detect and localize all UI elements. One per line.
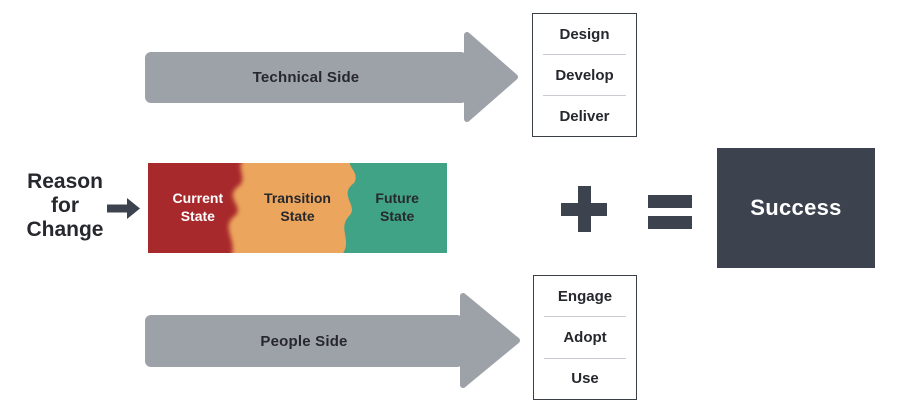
people-steps-box: Engage Adopt Use bbox=[533, 275, 637, 400]
step-deliver: Deliver bbox=[559, 107, 610, 125]
technical-steps-box: Design Develop Deliver bbox=[532, 13, 637, 137]
state-labels: Current State Transition State Future St… bbox=[148, 163, 447, 253]
step-design: Design bbox=[559, 25, 610, 43]
people-side-label: People Side bbox=[260, 332, 348, 350]
state-gradient-icon bbox=[148, 163, 447, 253]
success-label: Success bbox=[750, 195, 842, 220]
reason-for-change-label: Reason for Change bbox=[8, 170, 122, 242]
technical-side-arrow: Technical Side bbox=[145, 32, 519, 122]
right-arrow-icon bbox=[145, 32, 518, 122]
step-engage: Engage bbox=[557, 287, 613, 305]
reason-line-1: Reason bbox=[27, 170, 103, 193]
step-develop: Develop bbox=[555, 66, 614, 84]
plus-vertical-bar bbox=[577, 186, 591, 232]
equals-icon bbox=[648, 195, 692, 229]
technical-side-label: Technical Side bbox=[252, 69, 360, 86]
plus-icon bbox=[561, 186, 607, 232]
right-arrow-icon bbox=[145, 293, 520, 388]
reason-line-2: for bbox=[51, 194, 79, 217]
success-box: Success bbox=[717, 148, 875, 268]
state-label-future: Future State bbox=[375, 190, 419, 224]
step-use: Use bbox=[571, 370, 599, 388]
divider bbox=[543, 54, 626, 55]
small-right-arrow-icon bbox=[107, 198, 140, 219]
equals-top-bar bbox=[648, 195, 692, 208]
state-label-current: Current State bbox=[172, 190, 224, 224]
reason-line-3: Change bbox=[26, 218, 104, 241]
state-label-transition: Transition State bbox=[264, 190, 331, 224]
step-adopt: Adopt bbox=[563, 328, 607, 346]
divider bbox=[544, 316, 626, 318]
state-gradient-bar: Current State Transition State Future St… bbox=[148, 163, 447, 253]
equals-bottom-bar bbox=[648, 216, 692, 229]
people-side-arrow: People Side bbox=[145, 293, 521, 388]
divider bbox=[544, 357, 626, 359]
divider bbox=[543, 95, 626, 96]
